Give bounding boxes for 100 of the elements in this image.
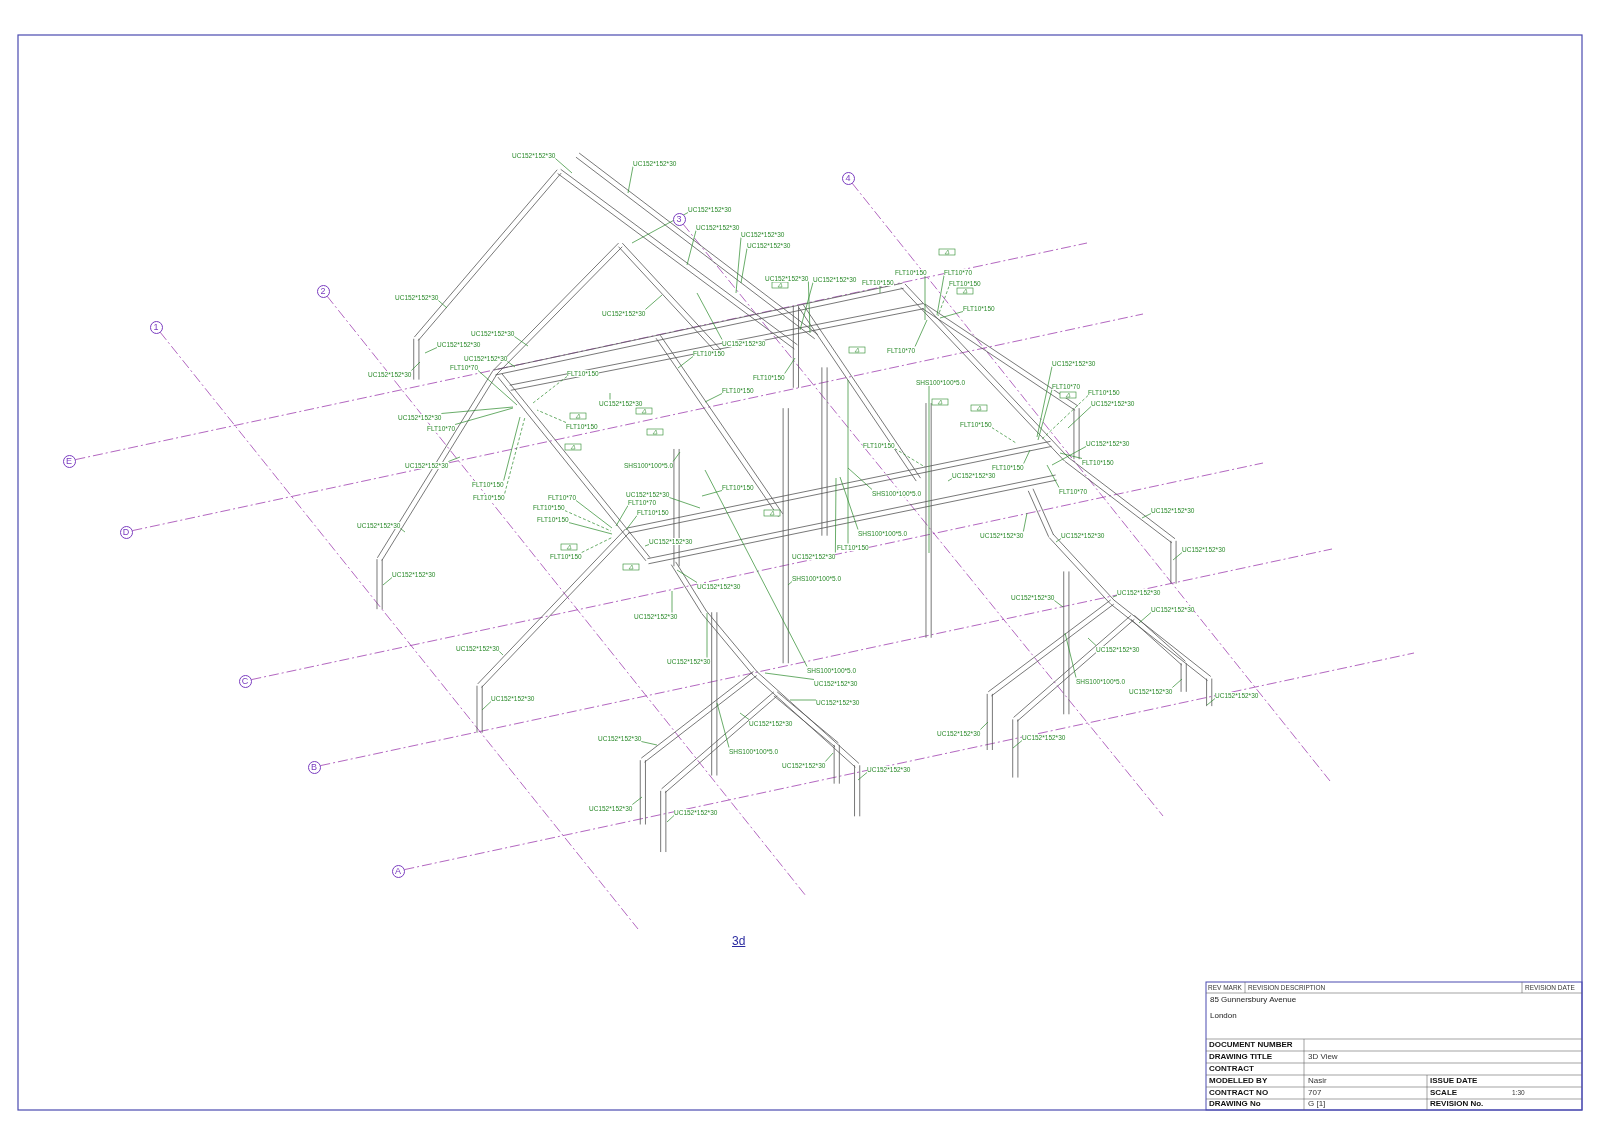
grid-bubble: 4 — [841, 171, 855, 185]
leader-line — [644, 544, 650, 547]
leader-line — [1055, 538, 1062, 543]
leader-line — [1023, 449, 1031, 464]
title-block-value: Nasir — [1308, 1076, 1327, 1086]
leader-line — [575, 500, 613, 529]
leader-line — [568, 522, 613, 535]
leader-line — [666, 815, 675, 823]
leader-line — [448, 456, 461, 462]
leader-line — [740, 248, 748, 284]
leader-line — [847, 467, 873, 490]
leader-line — [454, 407, 514, 425]
leader-line — [924, 275, 926, 321]
leader-line — [928, 385, 930, 554]
leader-line — [1138, 612, 1152, 624]
grid-bubble: B — [307, 760, 321, 774]
leader-line — [507, 361, 516, 368]
leader-line — [1172, 678, 1183, 688]
leader-line — [536, 409, 567, 423]
leader-line — [936, 275, 945, 316]
leader-line — [825, 752, 834, 762]
site-address: London — [1210, 1011, 1237, 1021]
leader-line — [894, 448, 926, 468]
leader-line — [400, 528, 406, 533]
title-block-field-name: CONTRACT NO — [1209, 1088, 1269, 1098]
leader-line — [1206, 698, 1216, 706]
leader-line — [438, 300, 448, 309]
leader-line — [787, 581, 793, 586]
leader-line — [706, 612, 708, 658]
leader-line — [857, 772, 868, 781]
leader-line — [625, 515, 638, 531]
view-title: 3d — [732, 933, 746, 949]
leader-line — [1046, 464, 1060, 488]
leader-line — [764, 672, 815, 680]
grid-bubble: C — [238, 674, 252, 688]
leader-line — [1037, 389, 1053, 441]
leader-line — [704, 393, 723, 403]
leader-line — [477, 370, 518, 406]
leader-line — [1141, 513, 1152, 519]
title-block-field-name: DRAWING No — [1209, 1099, 1261, 1109]
leader-line — [808, 281, 811, 334]
leader-line — [555, 158, 573, 174]
title-block-field-name: MODELLED BY — [1209, 1076, 1268, 1086]
leader-line — [503, 416, 521, 481]
leader-line — [672, 451, 681, 462]
title-block-value: 3D View — [1308, 1052, 1338, 1062]
title-block-field-name: DOCUMENT NUMBER — [1209, 1040, 1293, 1050]
leader-line — [701, 490, 723, 497]
leader-line — [671, 590, 673, 613]
grid-bubble: 3 — [672, 212, 686, 226]
leader-line — [532, 376, 568, 404]
leader-line — [937, 286, 950, 317]
leader-line — [627, 166, 634, 194]
leader-line — [669, 497, 701, 509]
title-block-value: 707 — [1308, 1088, 1322, 1098]
leader-line — [1051, 446, 1087, 466]
title-block-field-name: SCALE — [1430, 1088, 1458, 1098]
site-address: 85 Gunnersbury Avenue — [1210, 995, 1297, 1005]
leader-line — [696, 292, 723, 340]
leader-line — [615, 505, 629, 527]
leader-line — [1172, 552, 1183, 561]
grid-bubble: E — [62, 454, 76, 468]
leader-line — [789, 699, 817, 701]
leader-line — [1064, 632, 1077, 678]
leader-line — [1087, 637, 1097, 646]
title-block-field-name: REVISION No. — [1430, 1099, 1484, 1109]
title-block-value: G [1] — [1308, 1099, 1326, 1109]
leader-line — [784, 357, 796, 374]
leader-line — [514, 336, 529, 347]
leader-line — [839, 476, 859, 530]
leader-line — [441, 406, 514, 414]
leader-line — [991, 427, 1017, 444]
leader-line — [504, 416, 526, 494]
leader-line — [980, 721, 989, 730]
leader-line — [914, 319, 928, 347]
title-block-field-name: CONTRACT — [1209, 1064, 1254, 1074]
leader-line — [1012, 740, 1023, 749]
leader-line — [716, 702, 730, 748]
leader-line — [879, 285, 881, 294]
leader-line — [847, 379, 849, 544]
leader-line — [645, 294, 663, 310]
leader-line — [631, 212, 689, 244]
title-block-field-name: ISSUE DATE — [1430, 1076, 1478, 1086]
leader-line — [1054, 600, 1064, 608]
leader-line — [1040, 395, 1089, 441]
grid-bubble: 1 — [149, 320, 163, 334]
leader-line — [632, 796, 643, 805]
leader-line — [424, 347, 438, 354]
leader-line — [686, 230, 697, 266]
leader-line — [481, 701, 492, 711]
leader-line — [609, 392, 611, 400]
leader-line — [704, 469, 808, 667]
leader-line — [382, 577, 393, 586]
leader-line — [939, 311, 964, 319]
leader-line — [1059, 452, 1083, 459]
leader-line — [499, 651, 504, 656]
leader-line — [1023, 512, 1028, 532]
leader-line — [676, 569, 698, 583]
leader-line — [581, 536, 614, 553]
leader-line — [564, 510, 612, 532]
